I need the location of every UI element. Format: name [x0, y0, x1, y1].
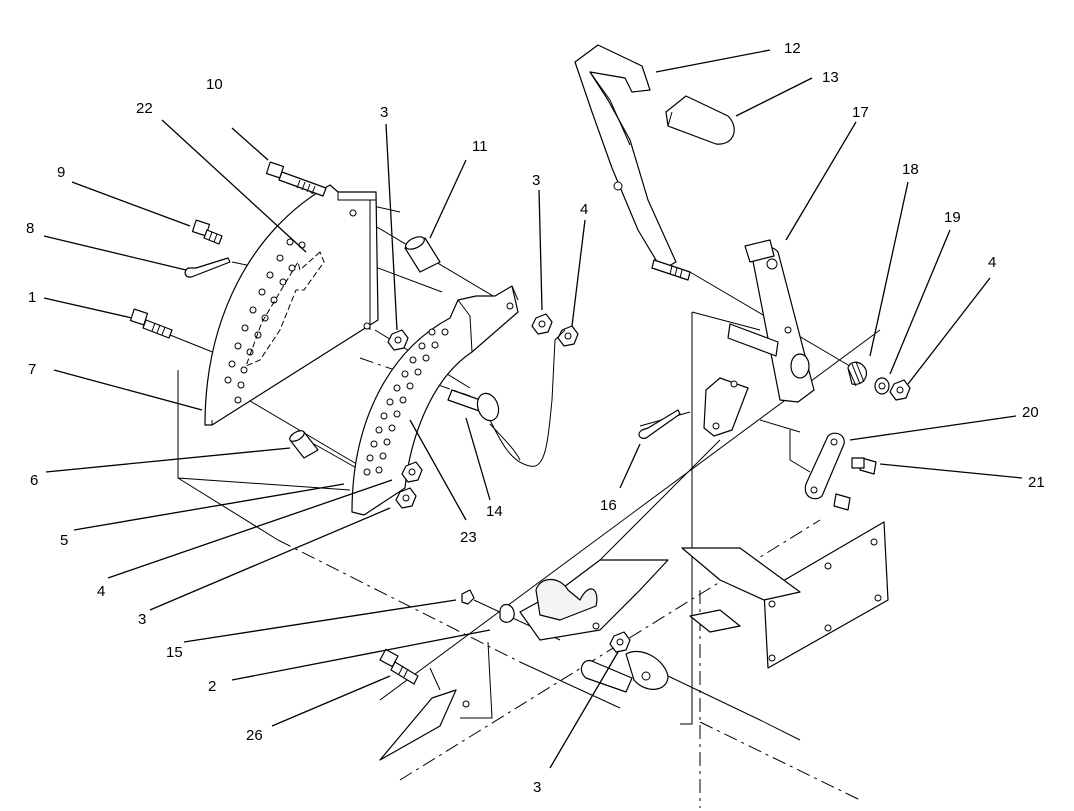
link-bracket-16 — [703, 377, 749, 437]
callout-15: 15 — [166, 644, 183, 661]
spacer-11 — [404, 236, 441, 273]
cotter-pin-16 — [638, 409, 681, 439]
callout-18: 18 — [902, 161, 919, 178]
retaining-ring-2 — [499, 603, 515, 623]
callout-10: 10 — [206, 76, 223, 93]
bolt-21 — [833, 457, 877, 511]
lever-arm-17 — [727, 239, 815, 403]
callout-23: 23 — [460, 529, 477, 546]
nut-4-lower — [401, 461, 423, 483]
quadrant-plate — [204, 184, 379, 426]
detent-plate — [351, 285, 519, 516]
callout-22: 22 — [136, 100, 153, 117]
nut-3-mid — [531, 313, 553, 335]
callout-20: 20 — [1022, 404, 1039, 421]
leader-lines — [43, 49, 1023, 769]
bolt-1 — [129, 308, 173, 339]
lock-nuts — [387, 313, 911, 653]
callout-17: 17 — [852, 104, 869, 121]
spacer-6 — [289, 430, 319, 459]
callout-3: 3 — [532, 172, 540, 189]
lock-pin-14 — [447, 329, 566, 467]
cotter-pin-8 — [184, 257, 231, 278]
nut-15 — [461, 589, 475, 605]
nut-4-mid — [557, 325, 579, 347]
callout-1: 1 — [28, 289, 36, 306]
nut-3-upper — [387, 329, 409, 351]
callout-11: 11 — [472, 138, 488, 155]
nut-4-right — [889, 379, 911, 401]
callout-21: 21 — [1028, 474, 1045, 491]
callout-12: 12 — [784, 40, 801, 57]
callout-3: 3 — [533, 779, 541, 796]
callout-9: 9 — [57, 164, 65, 181]
callout-7: 7 — [28, 361, 36, 378]
pedal-pad-13 — [665, 95, 735, 145]
frame-assembly — [379, 521, 889, 761]
callout-6: 6 — [30, 472, 38, 489]
detent-hole-pattern — [363, 328, 449, 476]
nut-3-lower — [395, 487, 417, 509]
callout-3: 3 — [380, 104, 388, 121]
callout-3: 3 — [138, 611, 146, 628]
callout-4: 4 — [97, 583, 105, 600]
callout-16: 16 — [600, 497, 617, 514]
washer-19 — [874, 377, 890, 395]
callout-13: 13 — [822, 69, 839, 86]
callout-4: 4 — [580, 201, 588, 218]
callout-8: 8 — [26, 220, 34, 237]
callout-2: 2 — [208, 678, 216, 695]
callout-labels: 10 22 3 11 3 4 9 8 1 7 6 5 4 3 23 14 12 … — [26, 40, 1045, 796]
bolt-26 — [379, 648, 419, 685]
pedal-arm-12 — [574, 44, 691, 281]
spring-18 — [847, 361, 867, 387]
bolt-9 — [191, 219, 223, 245]
callout-19: 19 — [944, 209, 961, 226]
bolt-10 — [265, 161, 327, 197]
callout-14: 14 — [486, 503, 503, 520]
callout-26: 26 — [246, 727, 263, 744]
callout-4: 4 — [988, 254, 996, 271]
link-bracket-20 — [804, 432, 845, 500]
nut-3-bottom — [609, 631, 631, 653]
callout-5: 5 — [60, 532, 68, 549]
